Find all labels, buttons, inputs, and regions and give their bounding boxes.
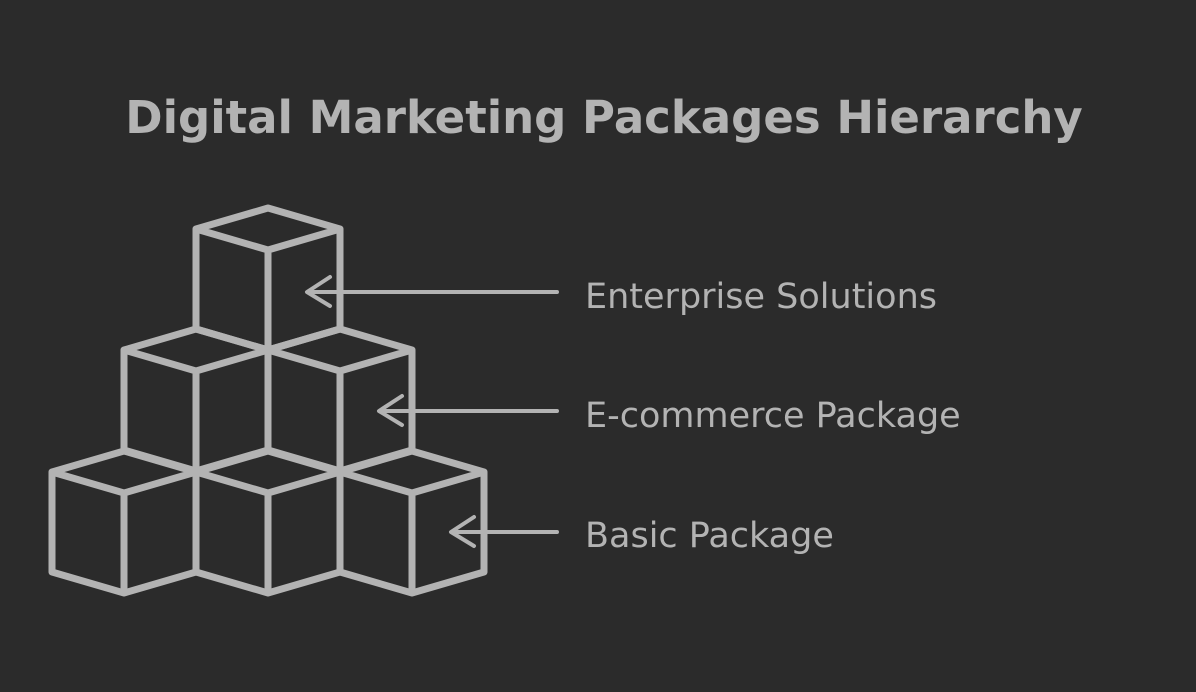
arrow-left-icon [377,394,559,427]
label-enterprise-solutions: Enterprise Solutions [585,277,937,317]
label-basic-package: Basic Package [585,516,834,556]
cube-icon [336,447,488,597]
label-ecommerce-package: E-commerce Package [585,396,961,436]
arrow-left-icon [305,275,559,308]
cube-outline [336,447,488,597]
arrow-left-icon [449,515,559,548]
arrows [305,275,559,548]
diagram-title: Digital Marketing Packages Hierarchy [125,91,1083,144]
level-labels: Enterprise Solutions E-commerce Package … [585,277,961,556]
cube-pyramid [48,204,488,597]
